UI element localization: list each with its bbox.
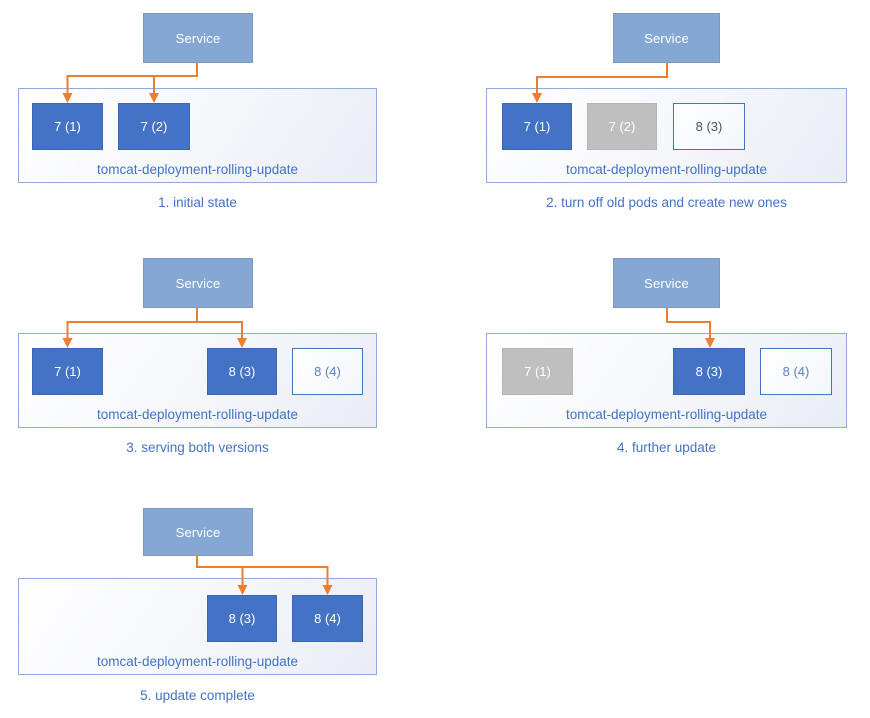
pod-label: 8 (3) bbox=[695, 364, 723, 379]
deployment-label: tomcat-deployment-rolling-update bbox=[565, 162, 768, 177]
figure-caption: 1. initial state bbox=[158, 195, 237, 210]
pod-7-2: 7 (2) bbox=[587, 103, 657, 150]
pod-label: 8 (3) bbox=[228, 364, 256, 379]
figure-further-update: Service tomcat-deployment-rolling-update… bbox=[435, 245, 870, 475]
figure-serving-both-versions: Service tomcat-deployment-rolling-update… bbox=[0, 245, 435, 475]
pod-label: 7 (1) bbox=[54, 364, 81, 379]
deployment-label: tomcat-deployment-rolling-update bbox=[96, 654, 299, 669]
figure-caption: 3. serving both versions bbox=[126, 440, 269, 455]
pod-8-3: 8 (3) bbox=[207, 348, 277, 395]
deployment-label: tomcat-deployment-rolling-update bbox=[96, 407, 299, 422]
deployment-label: tomcat-deployment-rolling-update bbox=[565, 407, 768, 422]
pod-label: 8 (4) bbox=[314, 611, 341, 626]
pod-8-3: 8 (3) bbox=[673, 103, 745, 150]
pod-8-4: 8 (4) bbox=[760, 348, 832, 395]
pod-8-3: 8 (3) bbox=[207, 595, 277, 642]
service-label: Service bbox=[644, 30, 689, 46]
pod-label: 7 (2) bbox=[608, 119, 636, 134]
pod-label: 7 (1) bbox=[523, 119, 551, 134]
pod-8-3: 8 (3) bbox=[673, 348, 745, 395]
service-box: Service bbox=[613, 258, 720, 308]
pod-label: 8 (3) bbox=[228, 611, 256, 626]
figure-caption: 4. further update bbox=[616, 440, 717, 455]
service-box: Service bbox=[143, 13, 253, 63]
figure-turn-off-old-pods: Service tomcat-deployment-rolling-update… bbox=[435, 0, 870, 230]
figure-initial-state: Service tomcat-deployment-rolling-update… bbox=[0, 0, 435, 230]
pod-8-4: 8 (4) bbox=[292, 348, 363, 395]
pod-label: 7 (2) bbox=[140, 119, 168, 134]
figure-caption: 2. turn off old pods and create new ones bbox=[546, 195, 787, 210]
service-box: Service bbox=[143, 508, 253, 556]
pod-7-1: 7 (1) bbox=[502, 103, 572, 150]
figure-caption: 5. update complete bbox=[140, 688, 255, 703]
pod-label: 8 (4) bbox=[782, 364, 810, 379]
pod-label: 8 (4) bbox=[314, 364, 341, 379]
service-label: Service bbox=[175, 30, 221, 46]
figure-update-complete: Service tomcat-deployment-rolling-update… bbox=[0, 480, 435, 718]
pod-8-4: 8 (4) bbox=[292, 595, 363, 642]
deployment-label: tomcat-deployment-rolling-update bbox=[96, 162, 299, 177]
pod-label: 7 (1) bbox=[54, 119, 81, 134]
pod-7-1: 7 (1) bbox=[32, 348, 103, 395]
service-label: Service bbox=[175, 275, 221, 291]
service-label: Service bbox=[644, 275, 689, 291]
service-box: Service bbox=[613, 13, 720, 63]
pod-7-1: 7 (1) bbox=[32, 103, 103, 150]
pod-label: 8 (3) bbox=[695, 119, 723, 134]
service-label: Service bbox=[175, 524, 221, 540]
pod-7-1: 7 (1) bbox=[502, 348, 573, 395]
pod-label: 7 (1) bbox=[524, 364, 551, 379]
pod-7-2: 7 (2) bbox=[118, 103, 190, 150]
service-box: Service bbox=[143, 258, 253, 308]
